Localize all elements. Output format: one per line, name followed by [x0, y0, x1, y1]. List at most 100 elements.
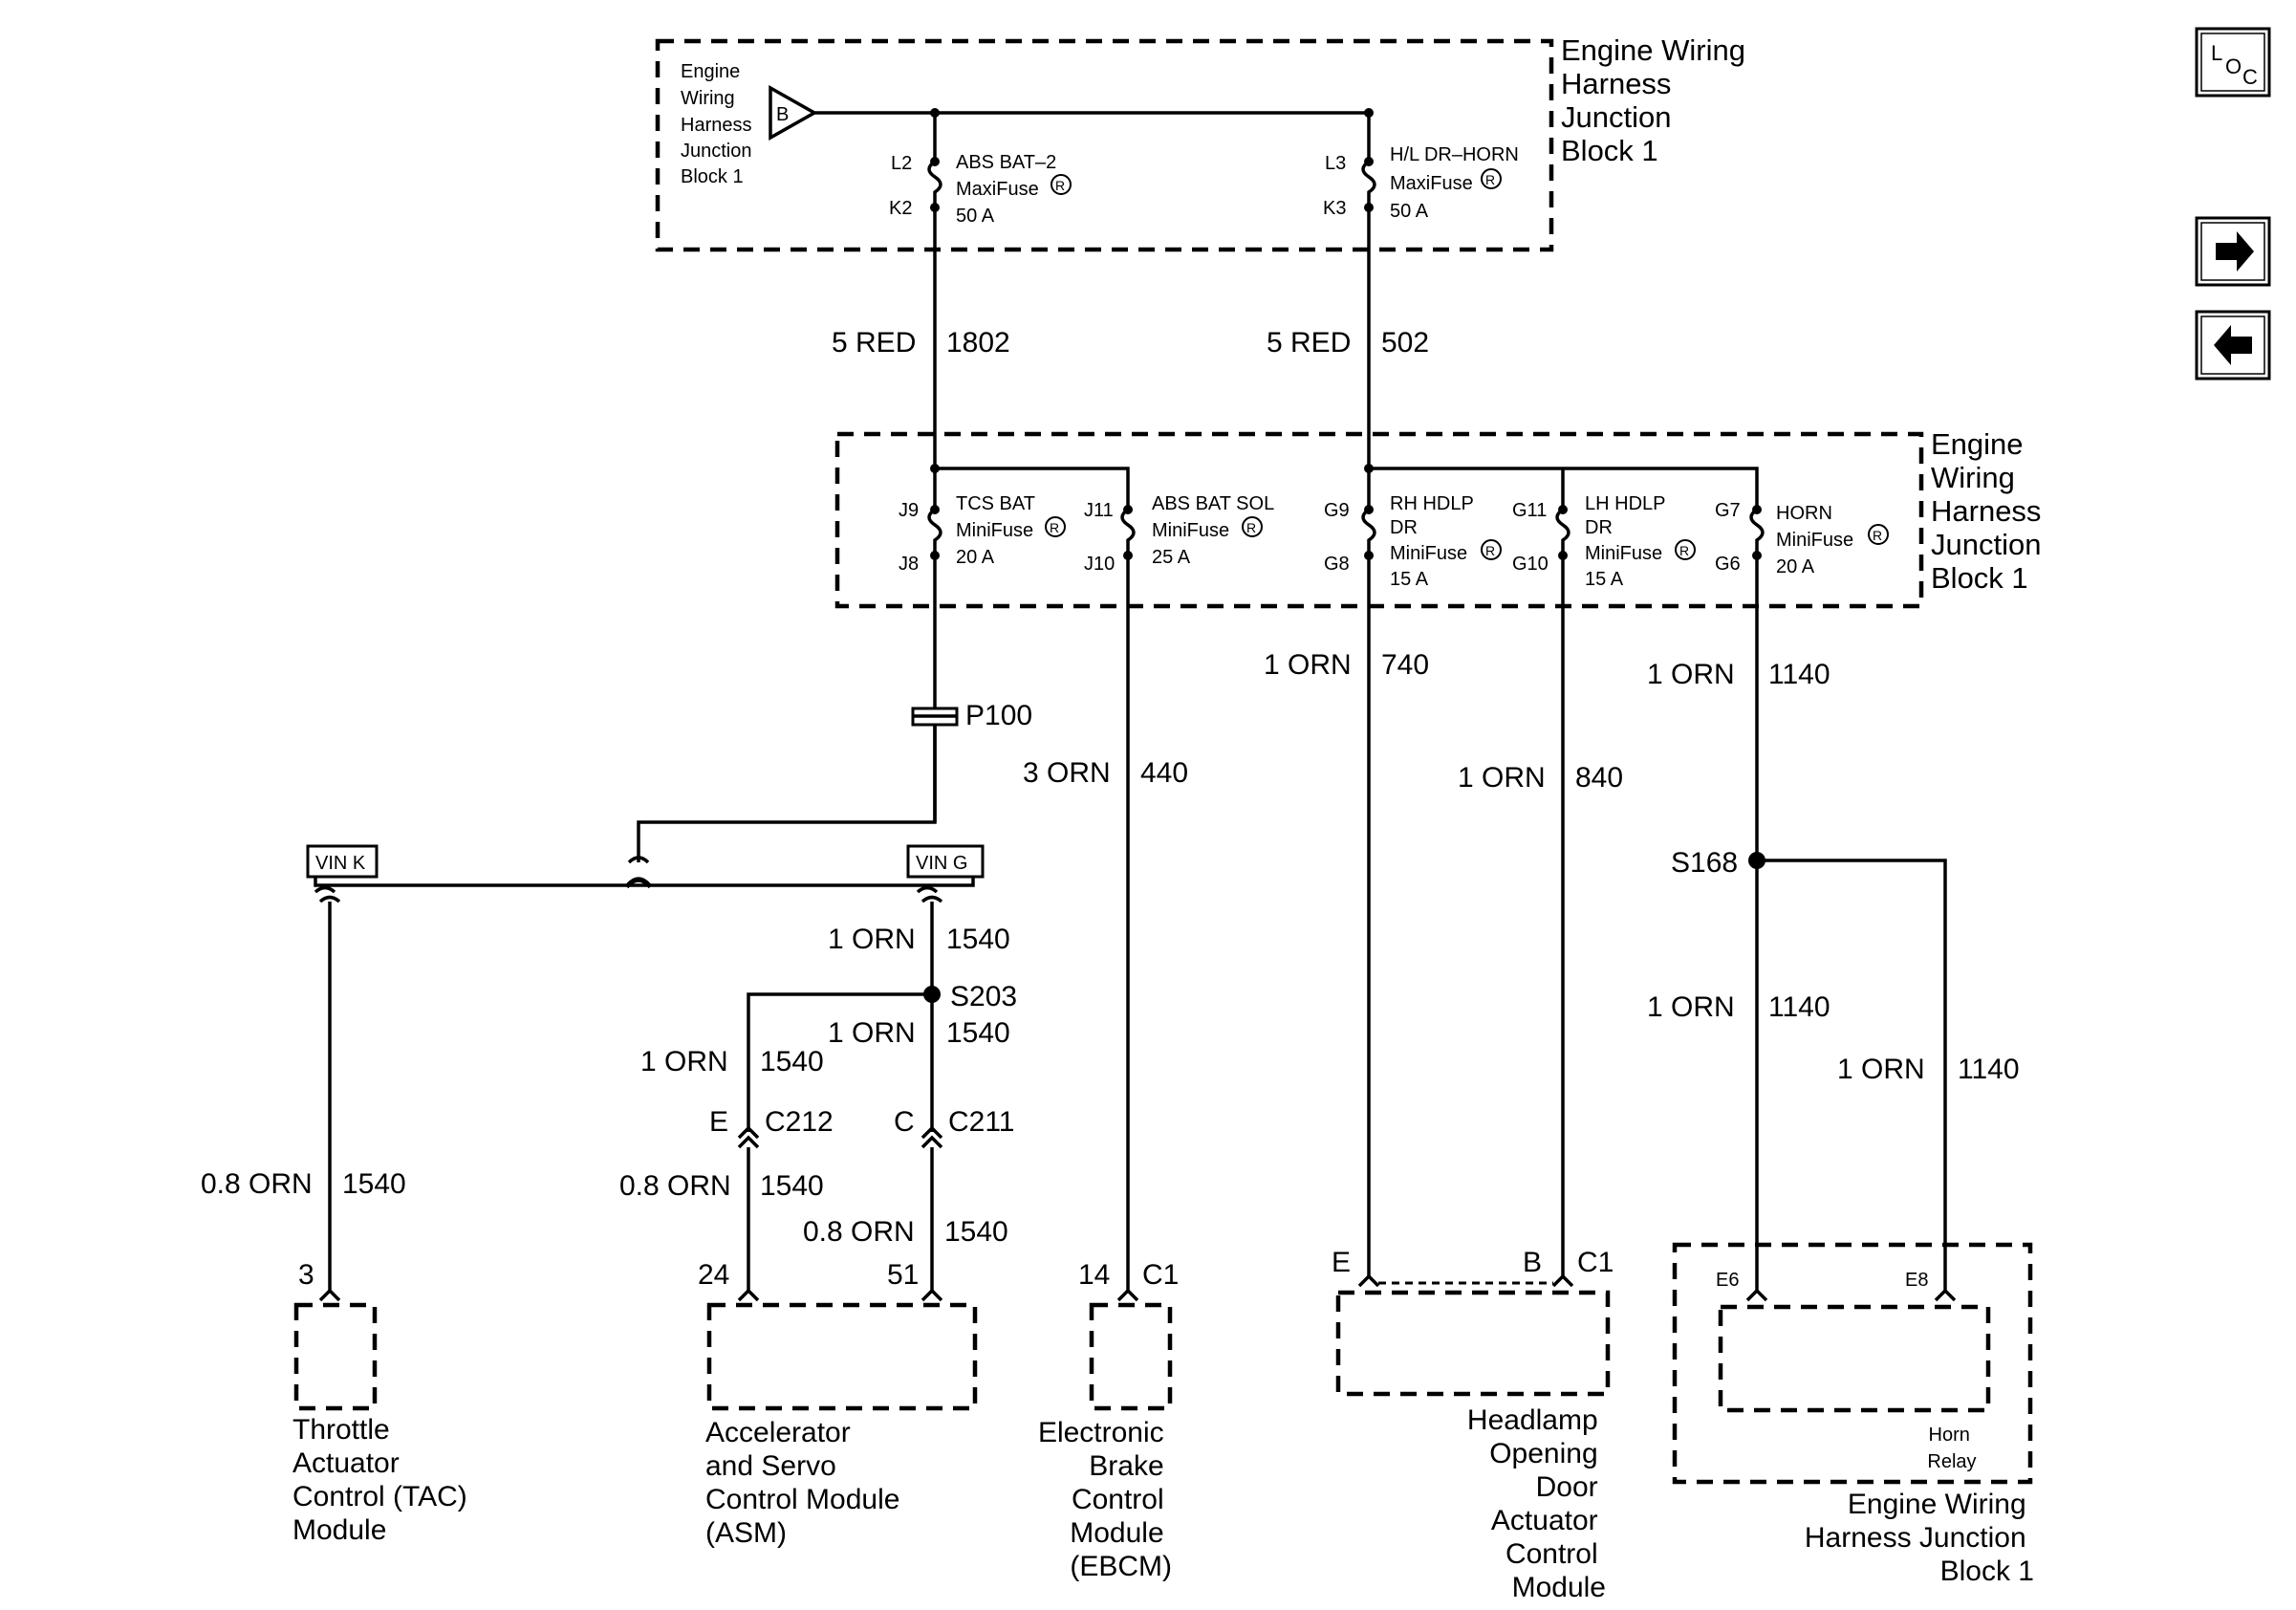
- svg-text:O: O: [2225, 54, 2242, 78]
- registered-mark-icon: [1051, 174, 1072, 195]
- minifuse-tcs-bat: [927, 499, 942, 822]
- wire-label: 1 ORN: [1837, 1054, 1925, 1085]
- headlamp-door-module-box: [1335, 1290, 1611, 1397]
- top-inner-label: Engine Wiring Harness Junction Block 1: [681, 61, 757, 187]
- bus-node: [930, 464, 940, 473]
- fuse-terminal: [930, 157, 940, 166]
- connector-label: C1: [1142, 1259, 1179, 1291]
- vin-g-tag: [906, 844, 985, 879]
- circuit-label: 1540: [946, 924, 1010, 955]
- fuse-pin-in: G7: [1715, 500, 1741, 521]
- fuse-pin-in: L3: [1325, 153, 1346, 174]
- pin-label: 3: [298, 1259, 314, 1291]
- svg-text:R: R: [1055, 178, 1065, 193]
- s203-branch-left: [747, 992, 932, 1132]
- pin-label: 24: [698, 1259, 729, 1291]
- pin-label: B: [1523, 1247, 1542, 1278]
- wire-label: 0.8 ORN: [619, 1170, 731, 1202]
- vin-k-label: VIN K: [315, 853, 366, 874]
- maxifuse-label: ABS BAT–2 MaxiFuse 50 A: [956, 152, 1062, 227]
- battery-source-triangle: [769, 85, 818, 141]
- wire-label: 1 ORN: [828, 1017, 916, 1049]
- fuse-pin-out: G10: [1512, 554, 1549, 575]
- vin-g-label: VIN G: [916, 853, 967, 874]
- vin-harness-bar: [314, 877, 975, 887]
- svg-text:L: L: [2211, 41, 2222, 65]
- minifuse-lh-hdlp-dr: [1555, 508, 1570, 1276]
- top-outer-label: Engine Wiring Harness Junction Block 1: [1561, 33, 1754, 167]
- c211-connector-icon: [921, 1125, 943, 1149]
- svg-text:C: C: [2242, 65, 2258, 89]
- fuse-pin-out: J8: [899, 554, 919, 575]
- back-arrow-icon: [2214, 325, 2252, 365]
- back-arrow-button[interactable]: [2195, 310, 2271, 381]
- location-button[interactable]: L O C: [2195, 27, 2271, 98]
- minifuse-label: RH HDLP DR MiniFuse 15 A: [1390, 493, 1479, 590]
- registered-mark-icon: [1481, 539, 1502, 560]
- vin-k-tag: [306, 844, 379, 879]
- registered-mark-icon: [1481, 168, 1502, 189]
- circuit-label: 1540: [342, 1168, 406, 1200]
- c211-label: C211: [948, 1106, 1015, 1138]
- fuse-pin-in: L2: [891, 153, 912, 174]
- registered-mark-icon: [1045, 516, 1066, 537]
- svg-text:R: R: [1246, 520, 1256, 535]
- horn-relay-label: Horn Relay: [1927, 1425, 1976, 1472]
- minifuse-label: HORN MiniFuse 20 A: [1776, 503, 1859, 577]
- registered-mark-icon: [1242, 516, 1263, 537]
- connector-label: C1: [1577, 1247, 1614, 1278]
- pin-label: E: [1332, 1247, 1351, 1278]
- fuse-pin-in: J11: [1084, 500, 1114, 521]
- svg-text:R: R: [1050, 520, 1059, 535]
- circuit-label: 1540: [760, 1170, 824, 1202]
- headlamp-door-module-label: Headlamp Opening Door Actuator Control M…: [1467, 1404, 1606, 1603]
- tac-module-box: [293, 1302, 378, 1411]
- minifuse-horn: [1749, 504, 1765, 1291]
- wire-label: 1 ORN: [640, 1046, 728, 1077]
- forward-arrow-button[interactable]: [2195, 216, 2271, 287]
- fuse-pin-out: G6: [1715, 554, 1741, 575]
- fuse-pin-in: G9: [1324, 500, 1350, 521]
- wire-label: 3 ORN: [1023, 757, 1111, 789]
- registered-mark-icon: [1868, 524, 1889, 545]
- minifuse-label: ABS BAT SOL MiniFuse 25 A: [1152, 493, 1279, 568]
- circuit-label: 1540: [760, 1046, 824, 1077]
- c212-pin: E: [709, 1106, 728, 1138]
- ebcm-module-box: [1089, 1302, 1173, 1411]
- wire-label: 5 RED: [1267, 327, 1351, 359]
- c212-label: C212: [765, 1106, 834, 1138]
- mid-bus-left: [935, 467, 1130, 510]
- p100-label: P100: [965, 700, 1032, 731]
- horn-relay-box: [1718, 1304, 1991, 1413]
- fuse-terminal: [1364, 203, 1374, 212]
- s168-label: S168: [1671, 847, 1738, 879]
- p100-output-wire: [637, 725, 937, 862]
- source-terminal-label: B: [776, 104, 789, 125]
- c211-pin: C: [894, 1106, 915, 1138]
- svg-text:R: R: [1873, 528, 1882, 543]
- svg-text:R: R: [1679, 543, 1689, 558]
- wire-label: 1 ORN: [1264, 649, 1352, 681]
- fuse-pin-out: K2: [889, 198, 912, 219]
- pin-label: 51: [887, 1259, 919, 1291]
- horn-block-label: Engine Wiring Harness Junction Block 1: [1805, 1489, 2034, 1587]
- circuit-label: 1140: [1768, 659, 1830, 690]
- minifuse-label: TCS BAT MiniFuse 20 A: [956, 493, 1040, 568]
- mid-outer-label: Engine Wiring Harness Junction Block 1: [1931, 427, 2049, 595]
- circuit-label: 1140: [1768, 991, 1830, 1023]
- minifuse-label: LH HDLP DR MiniFuse 15 A: [1585, 493, 1671, 590]
- wire-label: 0.8 ORN: [803, 1216, 915, 1248]
- wire-label: 1 ORN: [828, 924, 916, 955]
- tac-module-label: Throttle Actuator Control (TAC) Module: [292, 1414, 475, 1546]
- pin-label: E8: [1905, 1270, 1928, 1291]
- circuit-label: 1540: [946, 1017, 1010, 1049]
- wire-label: 5 RED: [832, 327, 916, 359]
- fuse-terminal: [930, 203, 940, 212]
- mid-junction-block-outline: [834, 431, 1924, 609]
- maxifuse-label: H/L DR–HORN MaxiFuse 50 A: [1390, 144, 1524, 222]
- fuse-pin-out: J10: [1084, 554, 1115, 575]
- fuse-terminal: [1364, 157, 1374, 166]
- ebcm-module-label: Electronic Brake Control Module (EBCM): [1038, 1417, 1172, 1582]
- asm-module-box: [706, 1302, 978, 1411]
